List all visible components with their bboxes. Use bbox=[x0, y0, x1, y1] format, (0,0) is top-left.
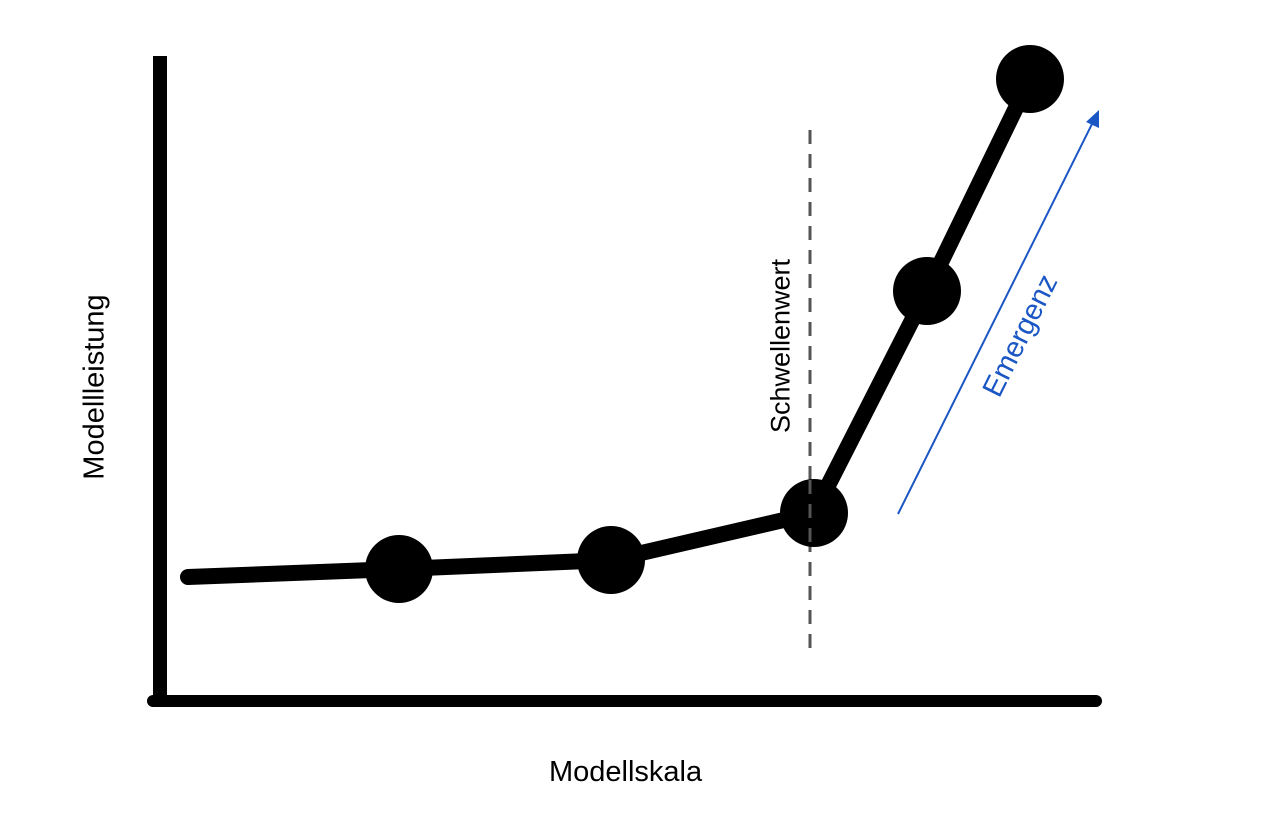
x-axis-label: Modellskala bbox=[549, 756, 703, 788]
data-point bbox=[893, 257, 961, 325]
data-point bbox=[365, 535, 433, 603]
emergence-arrow bbox=[897, 110, 1099, 515]
data-point bbox=[577, 526, 645, 594]
y-axis-label: Modellleistung bbox=[78, 294, 111, 480]
data-point bbox=[780, 479, 848, 547]
threshold-label: Schwellenwert bbox=[765, 258, 796, 434]
data-point bbox=[996, 45, 1064, 113]
performance-line bbox=[180, 71, 1038, 585]
